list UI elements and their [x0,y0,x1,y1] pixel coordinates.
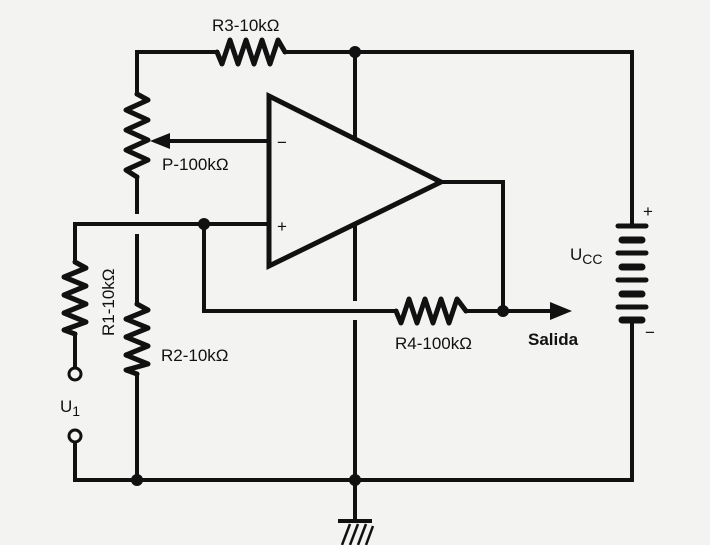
opamp-minus: − [277,133,287,152]
opamp-plus: + [277,217,287,236]
wire-feedback [202,222,398,313]
input-terminal-top [67,366,83,382]
output-arrow-icon [550,302,572,320]
junctions [131,46,509,486]
label-r2: R2-10kΩ [161,346,229,365]
label-r3: R3-10kΩ [212,16,280,35]
resistor-r2 [123,301,151,377]
label-ucc: UCC [570,245,603,267]
input-terminal-bottom [67,428,83,444]
wire-top-right [283,50,634,228]
battery-icon [615,223,649,324]
pot-wiper-arrow-icon [150,133,170,149]
wire-top-left [135,50,219,96]
resistor-r3 [214,37,288,67]
resistor-r1 [61,259,89,337]
wire-plus-input [73,222,271,264]
wires [73,50,634,522]
potentiometer-p [123,91,151,180]
label-r4: R4-100kΩ [395,334,472,353]
label-r1: R1-10kΩ [99,268,118,336]
label-u1: U1 [60,397,80,419]
opamp [266,91,447,271]
label-salida: Salida [528,330,579,349]
resistor-r4 [393,296,469,326]
wire-output [439,180,505,313]
battery-plus: + [643,202,653,221]
label-pot: P-100kΩ [162,155,229,174]
ground-icon [338,519,375,545]
battery-minus: − [645,323,655,342]
